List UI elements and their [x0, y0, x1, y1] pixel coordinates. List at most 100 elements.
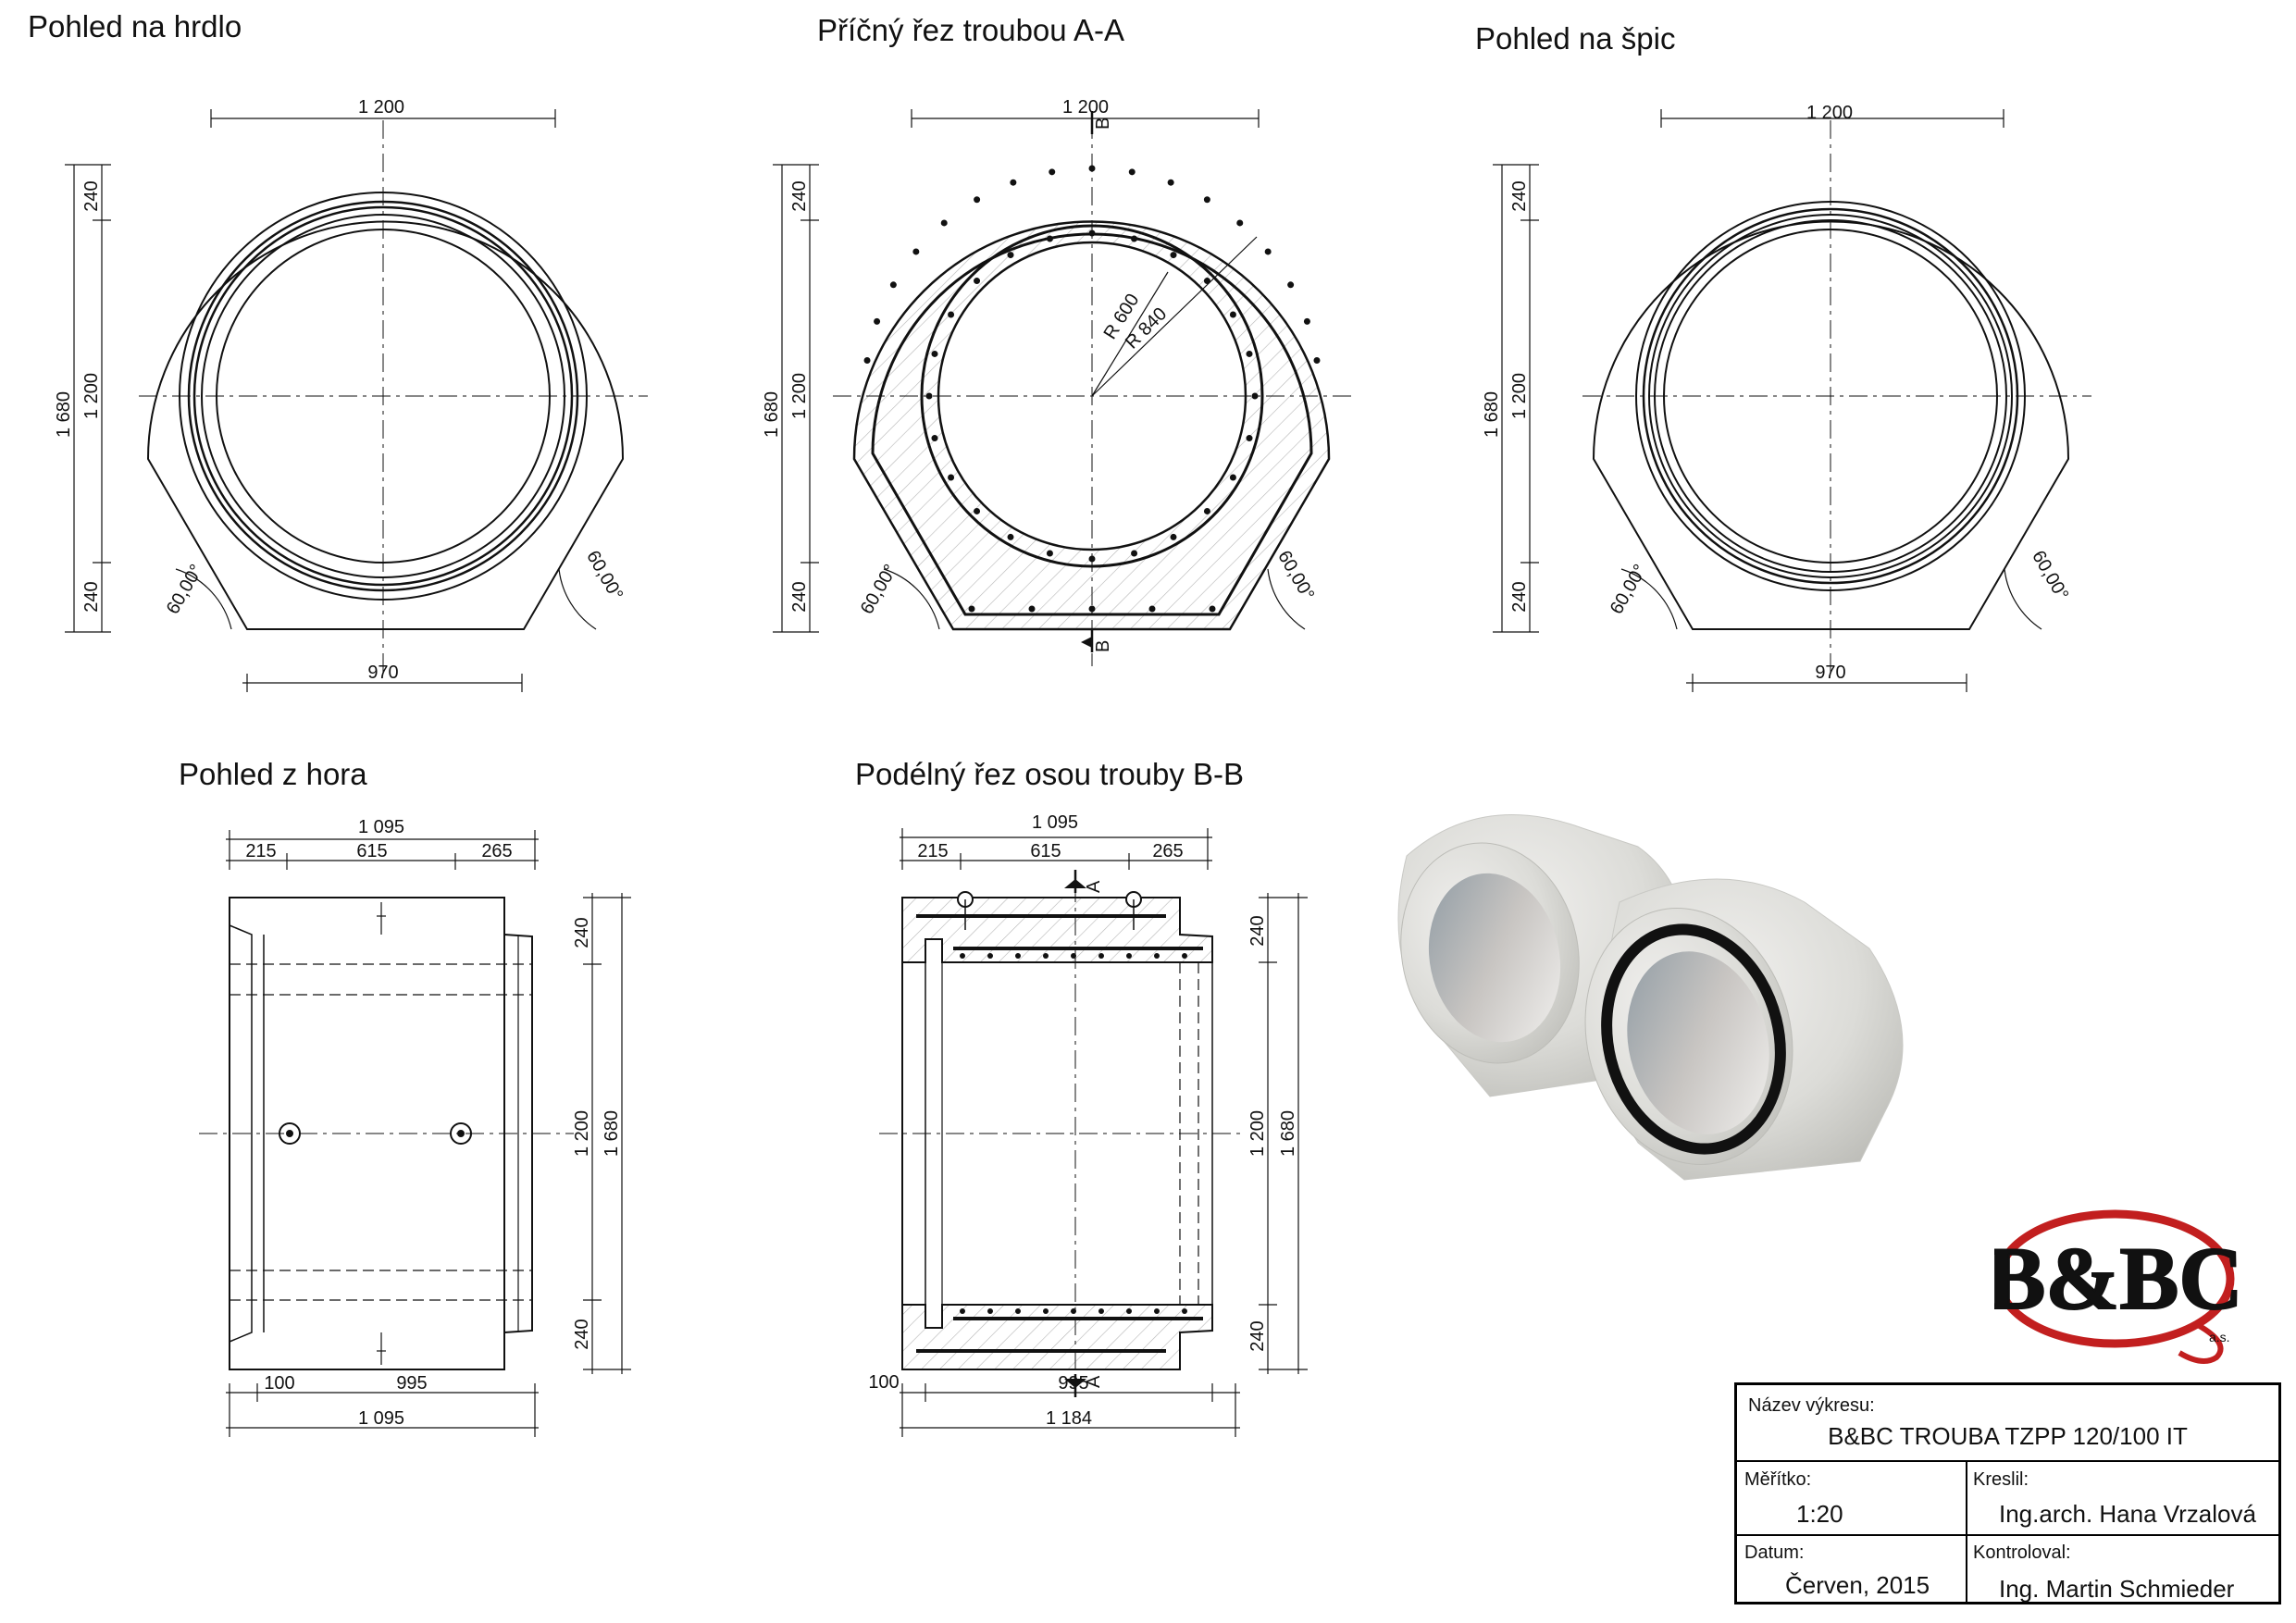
logo-ring	[1994, 1209, 2235, 1348]
dim-top: 240	[572, 917, 592, 948]
drawn-by-value: Ing.arch. Hana Vrzalová	[1999, 1500, 2256, 1528]
rebar-dot	[974, 278, 981, 285]
dim-mid: 1 200	[572, 1110, 592, 1157]
dim-a: 215	[917, 841, 948, 861]
dim-a: 215	[245, 841, 276, 861]
dim-total-bottom: 1 184	[1046, 1408, 1092, 1429]
dim-bot-b: 995	[1058, 1373, 1088, 1394]
rebar-dot	[1246, 350, 1253, 357]
rebar-dot	[1203, 278, 1210, 285]
logo-text: B&BC	[1994, 1229, 2243, 1328]
dim-total-height: 1 680	[1278, 1110, 1298, 1157]
dim-top: 240	[789, 180, 810, 211]
angle-right: 60,00°	[2028, 547, 2072, 603]
rebar-dot	[1154, 953, 1160, 959]
rebar-dot	[1264, 248, 1272, 255]
rebar-dot	[1209, 605, 1216, 613]
view-top-labels: 1 095 215 615 265 100 995 1 095 240 1 20…	[245, 817, 622, 1429]
dim-width: 1 200	[1062, 97, 1109, 118]
rebar-dot	[1126, 953, 1132, 959]
rebar-dot	[1203, 196, 1210, 204]
rebar-dot	[1170, 252, 1177, 259]
rebar-dot	[912, 248, 920, 255]
angle-right: 60,00°	[582, 547, 627, 603]
view-cross-section	[773, 109, 1351, 666]
rebar-dot	[1046, 550, 1053, 557]
pipe-3d-rendering	[1397, 814, 1904, 1181]
rebar-dot	[863, 357, 871, 365]
outline-body	[146, 220, 625, 630]
rebar-dot	[1287, 281, 1295, 289]
rebar-dot	[1236, 219, 1244, 227]
rebar-dot	[1098, 1308, 1104, 1314]
rebar-dot	[1098, 953, 1104, 959]
rebar-dot	[1182, 953, 1187, 959]
rebar-dot	[948, 474, 955, 481]
view-long-section	[879, 828, 1308, 1437]
dim-width: 1 200	[358, 97, 404, 118]
view-long-section-labels: 1 095 215 615 265 100 995 1 184 A A 240 …	[868, 812, 1298, 1429]
view-top	[199, 830, 631, 1437]
dim-total: 1 680	[54, 391, 74, 438]
long-section-rebar-dots	[960, 953, 1187, 1314]
view-front-spigot-labels: 1 200 1 680 240 1 200 240 970 60,00° 60,…	[1482, 103, 2072, 683]
cross-section-rebar-dots	[863, 165, 1321, 613]
rebar-dot	[1088, 165, 1096, 172]
view-title-front-spigot: Pohled na špic	[1475, 21, 1676, 56]
dim-bottom: 240	[81, 581, 102, 612]
rebar-dot	[931, 350, 938, 357]
rebar-dot	[1148, 605, 1156, 613]
view-title-top-view: Pohled z hora	[179, 757, 367, 791]
section-mark-top: B	[1093, 118, 1113, 130]
view-title-front-socket: Pohled na hrdlo	[28, 9, 242, 43]
rebar-dot	[1088, 229, 1096, 237]
checked-by-label: Kontroloval:	[1973, 1542, 2071, 1563]
rebar-dot	[1131, 550, 1138, 557]
rebar-dot	[1043, 953, 1049, 959]
dim-total: 1 680	[1482, 391, 1502, 438]
dim-mid: 1 200	[789, 373, 810, 419]
scale-label: Měřítko:	[1744, 1469, 1812, 1490]
rebar-dot	[1246, 435, 1253, 442]
rebar-dot	[1203, 507, 1210, 514]
view-title-cross-section: Příčný řez troubou A-A	[817, 13, 1124, 47]
rebar-dot	[889, 281, 897, 289]
dim-b: 615	[1030, 841, 1061, 861]
pipe-segment-front	[1584, 878, 1904, 1181]
dim-bot-a: 100	[264, 1373, 294, 1394]
dim-total-bottom: 1 095	[358, 1408, 404, 1429]
rebar-dot	[1131, 235, 1138, 242]
title-block: Název výkresu: B&BC TROUBA TZPP 120/100 …	[1734, 1382, 2281, 1604]
dim-bot-a: 100	[868, 1372, 899, 1393]
rebar-dot	[925, 392, 933, 400]
dim-bottom: 240	[1247, 1320, 1268, 1351]
checked-by-value: Ing. Martin Schmieder	[1999, 1575, 2235, 1603]
rebar-dot	[1010, 179, 1017, 186]
dim-c: 265	[1152, 841, 1183, 861]
rebar-dot	[931, 435, 938, 442]
date-label: Datum:	[1744, 1542, 1805, 1563]
dim-bottom: 240	[1509, 581, 1530, 612]
rebar-dot	[974, 196, 981, 204]
rebar-dot	[1015, 1308, 1021, 1314]
drawn-by-label: Kreslil:	[1973, 1469, 2029, 1490]
dim-top: 240	[81, 180, 102, 211]
dim-total-top: 1 095	[358, 817, 404, 837]
dim-top: 240	[1247, 915, 1268, 946]
dim-bottom: 240	[572, 1319, 592, 1349]
rebar-dot	[1071, 953, 1076, 959]
dim-top: 240	[1509, 180, 1530, 211]
rebar-dot	[1154, 1308, 1160, 1314]
company-logo: B&BC a.s.	[1994, 1209, 2244, 1364]
rebar-dot	[1088, 605, 1096, 613]
rebar-dot	[1043, 1308, 1049, 1314]
section-mark-top: A	[1084, 880, 1104, 893]
dim-total-top: 1 095	[1032, 812, 1078, 833]
rebar-dot	[960, 1308, 965, 1314]
dim-bottom: 240	[789, 581, 810, 612]
rebar-dot	[987, 953, 993, 959]
dim-total-height: 1 680	[602, 1110, 622, 1157]
rebar-dot	[1071, 1308, 1076, 1314]
rebar-dot	[987, 1308, 993, 1314]
dim-bot-b: 995	[396, 1373, 427, 1394]
